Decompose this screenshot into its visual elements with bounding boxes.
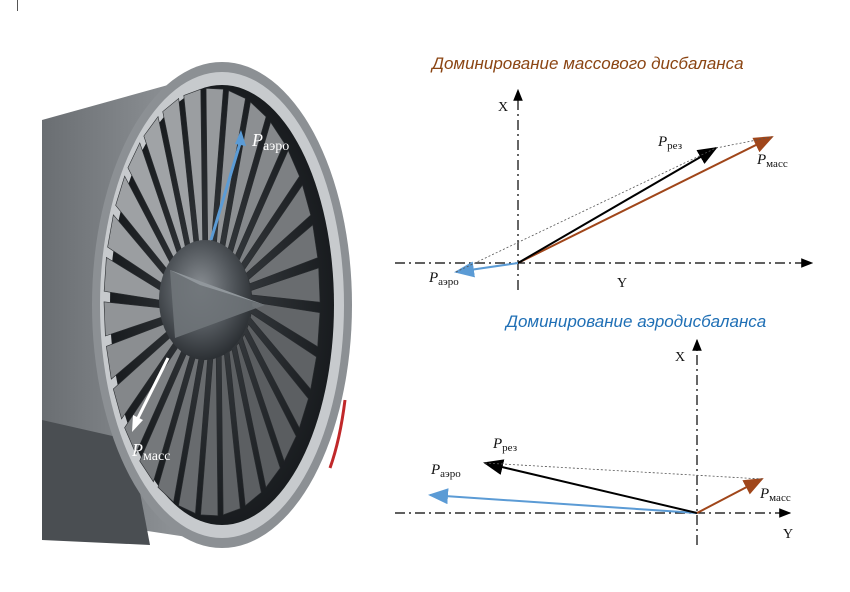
fan-blade: [246, 323, 309, 429]
red-cable: [328, 399, 347, 469]
diagram2-y-label: Y: [783, 527, 794, 542]
diagram2-title: Доминирование аэродисбаланса: [506, 312, 767, 331]
diagram1-label-p-mass: Pмасс: [757, 152, 788, 170]
diagram1-x-label: X: [498, 100, 509, 115]
fan-blade: [250, 312, 317, 390]
diagram1-title: Доминирование массового дисбаланса: [432, 54, 744, 73]
fan-blade: [242, 333, 297, 462]
diagram1-aero-vector: [454, 261, 519, 278]
engine-label-p-mass: Pмасс: [132, 440, 171, 464]
engine-aero-arrowhead: [235, 130, 246, 146]
fan-blade: [228, 349, 262, 507]
engine-mass-vector: [135, 357, 170, 421]
fan-blade: [248, 224, 318, 285]
diagram1-label-p-res: Pрез: [658, 134, 683, 152]
spinner-highlight: [170, 270, 265, 305]
spinner-cone: [170, 270, 265, 338]
engine-mass-arrowhead: [132, 415, 143, 432]
diagram2-result-vector: [483, 459, 698, 514]
fan-blade: [250, 267, 321, 303]
diagram1-label-p-aero: Pаэро: [429, 270, 459, 288]
diagram2-label-p-res: Pрез: [493, 436, 518, 454]
diagram2-x-label: X: [675, 350, 686, 365]
fan-blades: [103, 88, 321, 516]
diagram2-label-p-aero: Pаэро: [431, 462, 461, 480]
engine-label-p-aero: Pаэро: [252, 130, 290, 154]
diagram1-result-vector: [517, 146, 718, 264]
diagram2-parallelogram-line-a: [484, 462, 763, 480]
engine-aero-vector: [209, 139, 243, 241]
diagram2-label-p-mass: Pмасс: [760, 486, 791, 504]
diagram2-mass-vector: [696, 478, 764, 514]
fan-blade: [235, 342, 281, 489]
diagram2-aero-vector: [428, 488, 698, 514]
diagram1-mass-vector: [517, 136, 774, 264]
diagram1-y-label: Y: [617, 276, 628, 291]
slide-edge-mark: [17, 0, 18, 11]
diagram1-parallelogram-line-b: [715, 136, 773, 149]
diagram1-parallelogram-line-a: [455, 147, 717, 273]
